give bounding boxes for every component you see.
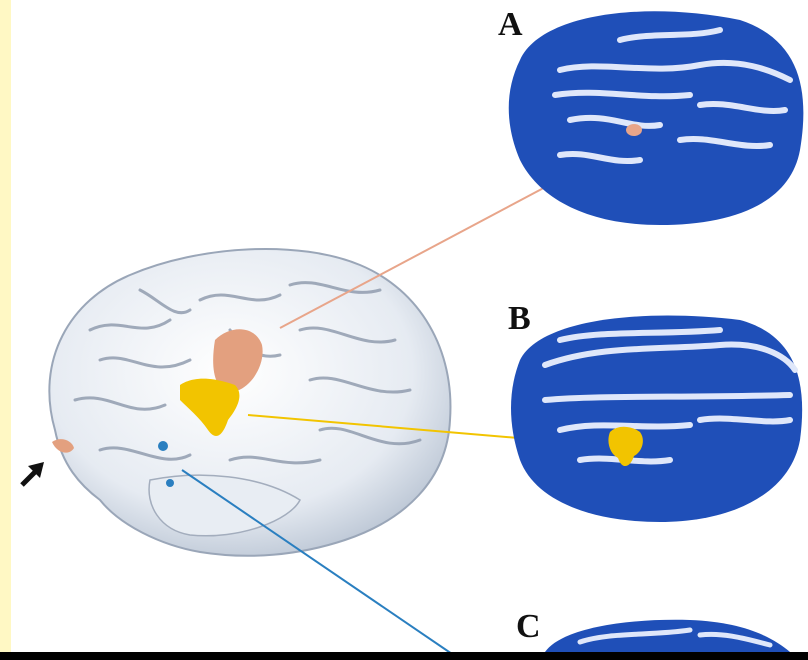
slice-a bbox=[509, 11, 804, 225]
cortex-3d-render bbox=[22, 249, 450, 556]
slice-c bbox=[545, 620, 790, 652]
panel-letter-a: A bbox=[498, 8, 523, 42]
panel-letter-b: B bbox=[508, 302, 531, 336]
black-arrow-icon bbox=[22, 462, 44, 485]
region-c-marker bbox=[158, 441, 168, 451]
bottom-border-bar bbox=[0, 652, 808, 660]
slice-a-highlight bbox=[626, 124, 642, 136]
panel-letter-c: C bbox=[516, 610, 541, 644]
slice-b bbox=[511, 316, 802, 522]
